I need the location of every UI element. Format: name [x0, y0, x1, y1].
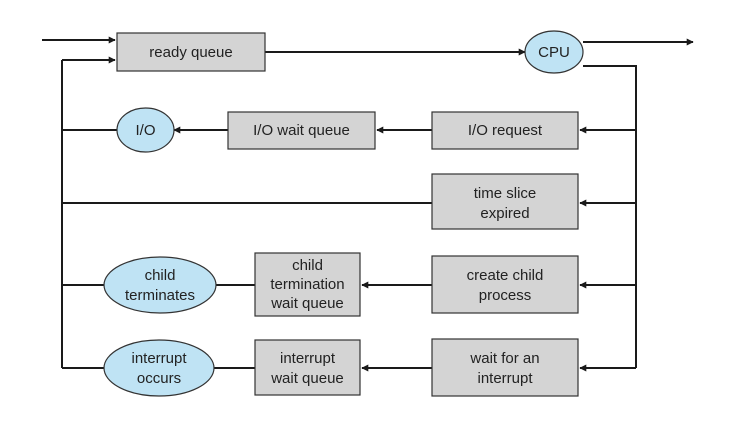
child-termination-wait-queue-label-line-2: termination — [270, 276, 344, 293]
interrupt-occurs-node: interrupt occurs — [103, 339, 215, 397]
wait-for-interrupt-node: wait for an interrupt — [431, 338, 579, 397]
interrupt-wait-queue-label-line-2: wait queue — [270, 370, 344, 387]
time-slice-label-line-2: expired — [480, 205, 529, 222]
create-child-process-label-line-1: create child — [467, 267, 544, 284]
interrupt-occurs-label-line-1: interrupt — [131, 350, 187, 367]
io-request-node: I/O request — [431, 111, 579, 150]
connectors — [42, 36, 694, 372]
child-termination-wait-queue-label-line-1: child — [292, 257, 323, 274]
io-request-label: I/O request — [468, 122, 543, 139]
child-terminates-node: child terminates — [103, 256, 217, 314]
create-child-process-label-line-2: process — [479, 287, 532, 304]
cpu-node: CPU — [524, 30, 584, 74]
io-wait-queue-label: I/O wait queue — [253, 122, 350, 139]
io-wait-queue-node: I/O wait queue — [227, 111, 376, 150]
child-terminates-label-line-1: child — [145, 267, 176, 284]
child-terminates-label-line-2: terminates — [125, 287, 195, 304]
child-termination-wait-queue-label-line-3: wait queue — [270, 295, 344, 312]
ready-queue-node: ready queue — [116, 32, 266, 72]
time-slice-expired-node: time slice expired — [431, 173, 579, 230]
cpu-label: CPU — [538, 44, 570, 61]
wait-for-interrupt-label-line-1: wait for an — [469, 350, 539, 367]
interrupt-wait-queue-label-line-1: interrupt — [280, 350, 336, 367]
io-node: I/O — [116, 107, 175, 153]
io-label: I/O — [135, 122, 155, 139]
interrupt-wait-queue-node: interrupt wait queue — [254, 339, 361, 396]
cpu-to-right-bus — [583, 65, 637, 368]
ready-queue-label: ready queue — [149, 44, 232, 61]
interrupt-occurs-label-line-2: occurs — [137, 370, 181, 387]
time-slice-label-line-1: time slice — [474, 185, 537, 202]
child-termination-wait-queue-node: child termination wait queue — [254, 252, 361, 317]
create-child-process-node: create child process — [431, 255, 579, 314]
wait-for-interrupt-label-line-2: interrupt — [477, 370, 533, 387]
